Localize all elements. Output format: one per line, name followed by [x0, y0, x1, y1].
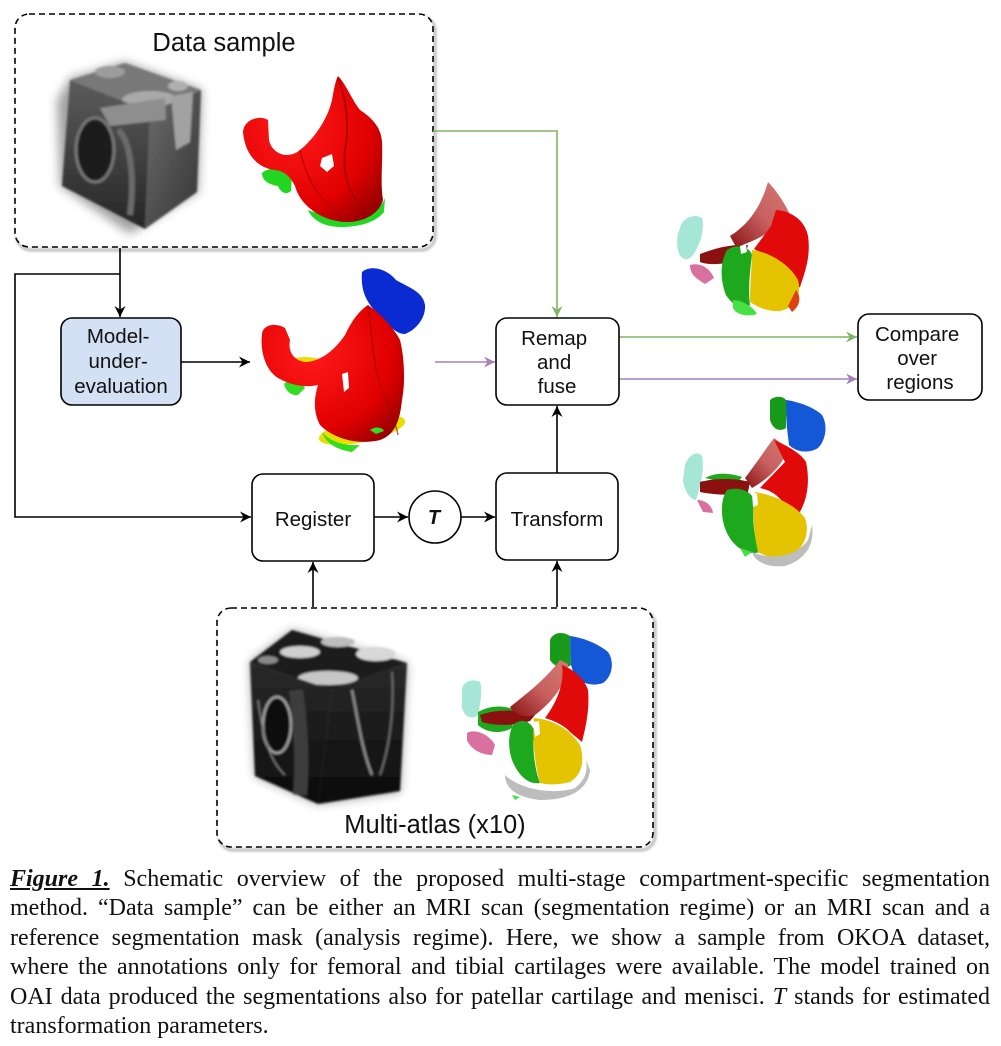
t-node-label: T: [428, 507, 442, 529]
atlas-mri-volume-cube-icon: [250, 630, 407, 804]
figure-label: Figure 1.: [10, 866, 110, 892]
multi-atlas-group: Multi-atlas (x10): [216, 607, 657, 852]
multi-atlas-title: Multi-atlas (x10): [344, 811, 525, 839]
caption-text: Schematic overview of the proposed multi…: [109, 866, 991, 892]
data-sample-title: Data sample: [152, 29, 295, 57]
remap-node-box: [495, 317, 620, 406]
caption-text: stands for estimated: [786, 983, 990, 1010]
register-node: Register: [251, 473, 375, 562]
region-remapped-reference-3d-icon: [677, 182, 809, 316]
model-segmentation-3d-icon: [261, 268, 426, 452]
data-sample-group: Data sample: [14, 13, 437, 252]
t-node-circle: [408, 490, 462, 544]
model-node-label: Model- under- evaluation: [74, 325, 167, 398]
mri-volume-cube-icon: [57, 62, 202, 234]
transform-node: Transform: [495, 472, 619, 561]
caption-line-3: reference segmentation mask (analysis re…: [10, 924, 990, 951]
register-node-label: Register: [275, 508, 352, 531]
caption-line-5: OAI data produced the segmentations also…: [10, 983, 990, 1012]
remap-and-fuse-node: Remap and fuse: [495, 317, 620, 406]
model-under-evaluation-node: Model- under- evaluation: [60, 317, 182, 406]
caption-symbol-t: T: [772, 983, 787, 1010]
edge-sample-to-register: [14, 273, 251, 523]
caption-line-6: transformation parameters.: [10, 1013, 269, 1040]
reference-segmentation-3d-icon: [243, 76, 385, 227]
model-node-box: [60, 317, 182, 406]
register-node-box: [251, 473, 375, 562]
transform-parameters-node: T: [408, 490, 462, 544]
caption-text: OAI data produced the segmentations also…: [10, 983, 773, 1010]
remap-node-label: Remap and fuse: [521, 327, 593, 398]
compare-node-label: Compare over regions: [875, 323, 965, 394]
compare-over-regions-node: Compare over regions: [857, 313, 983, 401]
transform-node-box: [495, 472, 619, 561]
caption-line-4: where the annotations only for femoral a…: [10, 954, 990, 981]
caption-line-1: Figure 1. Schematic overview of the prop…: [10, 865, 990, 894]
pipeline-diagram: Data sample: [14, 13, 983, 852]
figure-caption: Figure 1. Schematic overview of the prop…: [10, 865, 990, 1041]
transform-node-label: Transform: [511, 508, 604, 531]
edge-sample-to-remap: [433, 130, 563, 317]
caption-line-2: method. “Data sample” can be either an M…: [10, 895, 990, 922]
connectors: [14, 130, 857, 607]
region-remapped-prediction-3d-icon: [683, 396, 826, 567]
compare-node-box: [857, 313, 983, 401]
atlas-segmentation-3d-icon: [462, 632, 612, 800]
